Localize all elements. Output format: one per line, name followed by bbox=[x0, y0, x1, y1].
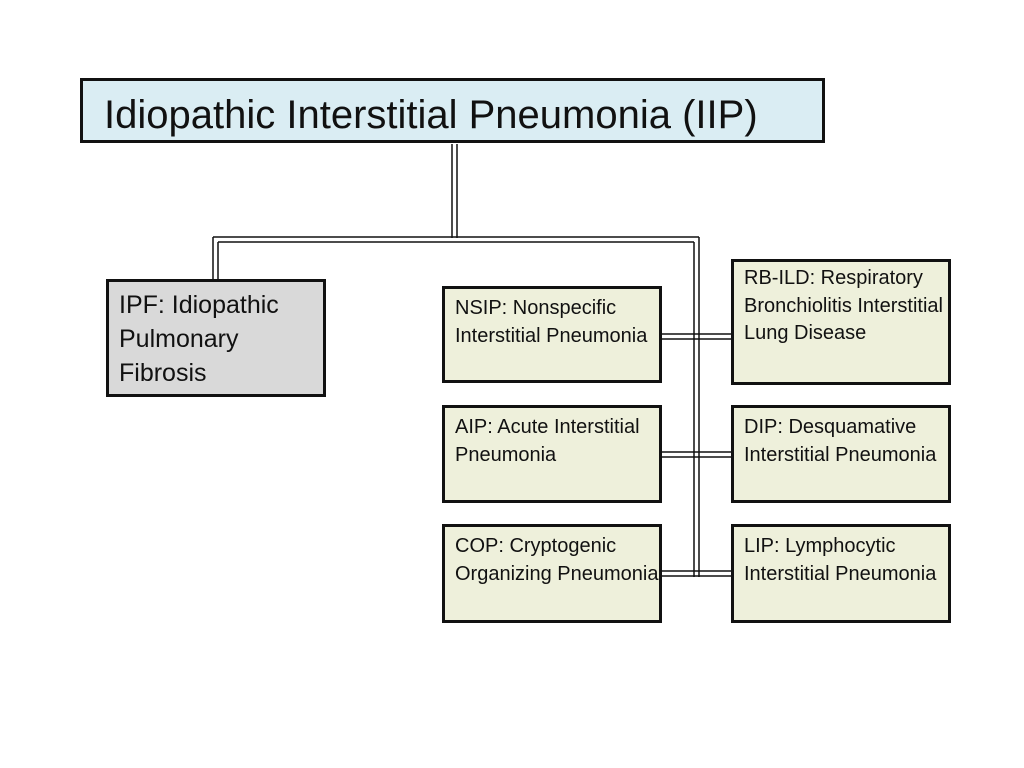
node-nsip-label: NSIP: Nonspecific Interstitial Pneumonia bbox=[455, 297, 648, 347]
node-cop: COP: Cryptogenic Organizing Pneumonia bbox=[442, 524, 662, 623]
node-aip-label: AIP: Acute Interstitial Pneumonia bbox=[455, 416, 640, 466]
node-dip-label: DIP: Desquamative Interstitial Pneumonia bbox=[744, 416, 937, 466]
node-rbild-label: RB-ILD: Respiratory Bronchiolitis Inters… bbox=[744, 267, 943, 344]
node-lip-label: LIP: Lymphocytic Interstitial Pneumonia bbox=[744, 535, 937, 585]
node-rbild: RB-ILD: Respiratory Bronchiolitis Inters… bbox=[731, 259, 951, 385]
node-cop-label: COP: Cryptogenic Organizing Pneumonia bbox=[455, 535, 659, 585]
root-node-box bbox=[80, 78, 825, 143]
node-nsip: NSIP: Nonspecific Interstitial Pneumonia bbox=[442, 286, 662, 383]
node-lip: LIP: Lymphocytic Interstitial Pneumonia bbox=[731, 524, 951, 623]
node-dip: DIP: Desquamative Interstitial Pneumonia bbox=[731, 405, 951, 503]
diagram-title: Idiopathic Interstitial Pneumonia (IIP) bbox=[104, 93, 758, 137]
node-aip: AIP: Acute Interstitial Pneumonia bbox=[442, 405, 662, 503]
node-ipf-label: IPF: Idiopathic Pulmonary Fibrosis bbox=[119, 291, 279, 387]
node-ipf: IPF: Idiopathic Pulmonary Fibrosis bbox=[106, 279, 326, 397]
